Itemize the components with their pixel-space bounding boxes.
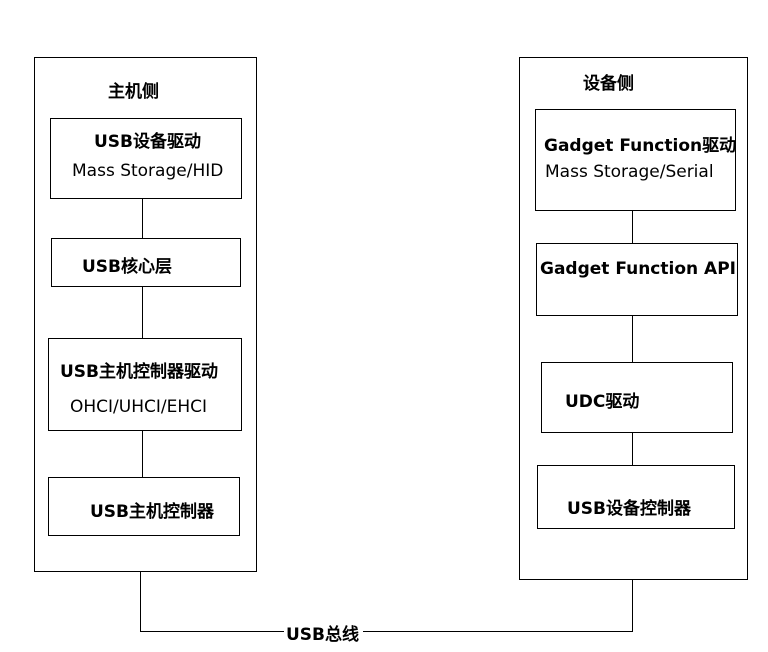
bus-line-right — [363, 631, 633, 632]
bus-label: USB总线 — [286, 625, 360, 645]
device-connector-1 — [632, 211, 633, 244]
host-controller-driver-box — [48, 338, 242, 431]
device-side-title: 设备侧 — [583, 74, 634, 94]
host-usb-device-driver-sub: Mass Storage/HID — [72, 161, 224, 181]
host-side-title: 主机侧 — [108, 82, 159, 102]
device-gadget-function-driver-sub: Mass Storage/Serial — [545, 162, 714, 182]
host-usb-device-driver-title: USB设备驱动 — [94, 132, 202, 152]
host-controller-driver-title: USB主机控制器驱动 — [60, 362, 219, 382]
device-gadget-function-api-box — [536, 243, 738, 316]
host-connector-3 — [142, 431, 143, 477]
device-controller-box — [537, 465, 735, 529]
device-connector-3 — [632, 433, 633, 466]
bus-line-left — [140, 631, 284, 632]
host-controller-driver-sub: OHCI/UHCI/EHCI — [70, 397, 208, 417]
host-usb-core-title: USB核心层 — [82, 257, 173, 277]
device-udc-driver-box — [541, 362, 733, 433]
host-controller-box — [48, 477, 240, 536]
bus-host-drop — [140, 572, 141, 632]
bus-device-drop — [632, 580, 633, 632]
device-controller-title: USB设备控制器 — [567, 499, 692, 519]
device-connector-2 — [632, 316, 633, 363]
host-connector-2 — [142, 287, 143, 339]
device-udc-driver-title: UDC驱动 — [565, 392, 640, 412]
host-connector-1 — [142, 199, 143, 239]
device-gadget-function-api-title: Gadget Function API — [540, 259, 736, 279]
host-usb-device-driver-box — [50, 118, 242, 199]
device-gadget-function-driver-box — [535, 109, 736, 211]
host-usb-core-box — [51, 238, 241, 287]
host-controller-title: USB主机控制器 — [90, 502, 215, 522]
device-gadget-function-driver-title: Gadget Function驱动 — [544, 136, 737, 156]
